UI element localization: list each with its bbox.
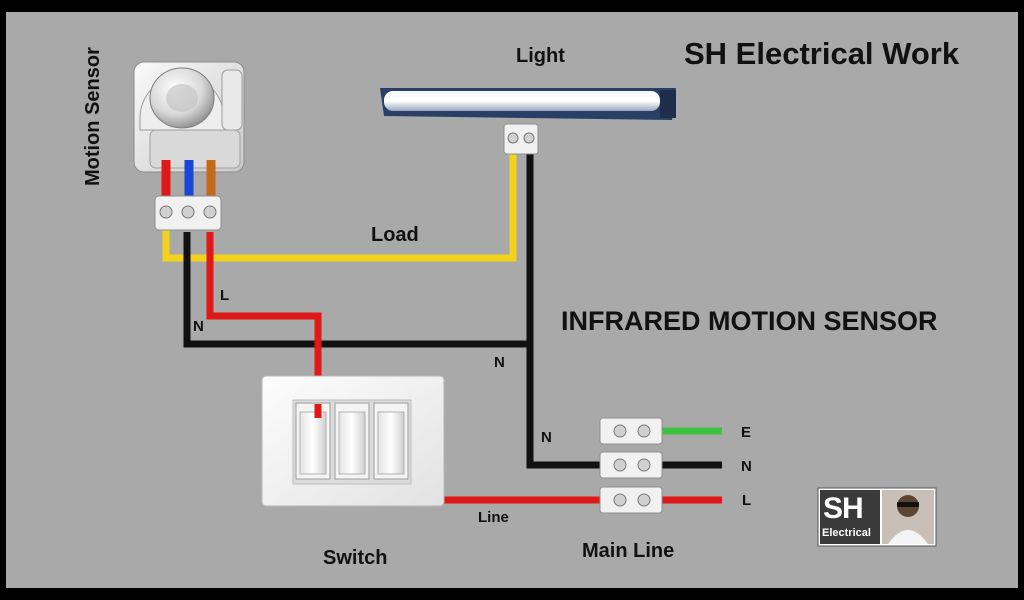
neutral-label: N xyxy=(494,354,505,371)
main-line-label: Main Line xyxy=(582,540,675,562)
load-label: Load xyxy=(371,224,419,246)
sensor-live-wire xyxy=(206,232,322,414)
light-fixture xyxy=(380,88,676,120)
logo-caption: Electrical xyxy=(822,527,871,539)
neutral-terminal-label: N xyxy=(741,458,752,475)
main-line-terminal-block xyxy=(599,417,663,514)
sensor-live-label: L xyxy=(220,287,230,304)
light-label: Light xyxy=(516,45,565,67)
live-terminal-label: L xyxy=(742,492,752,509)
logo-initials: SH xyxy=(823,492,864,525)
sensor-neutral-label: N xyxy=(193,318,204,335)
switch-rocker-2 xyxy=(334,402,370,480)
terminal-neutral-label: N xyxy=(541,429,552,446)
switch-label: Switch xyxy=(323,547,388,569)
motion-sensor xyxy=(133,61,245,173)
switch-rocker-1 xyxy=(295,402,331,480)
sensor-terminal-block xyxy=(154,195,222,231)
diagram-title: INFRARED MOTION SENSOR xyxy=(561,306,938,336)
earth-terminal-label: E xyxy=(741,424,752,441)
load-wire xyxy=(162,148,517,262)
line-label: Line xyxy=(478,509,509,526)
switch-rocker-3 xyxy=(373,402,409,480)
sensor-neutral-wire xyxy=(183,232,530,348)
motion-sensor-label: Motion Sensor xyxy=(82,47,104,186)
channel-logo xyxy=(817,487,937,547)
light-terminal-block xyxy=(503,123,539,155)
brand-title: SH Electrical Work xyxy=(684,36,960,71)
